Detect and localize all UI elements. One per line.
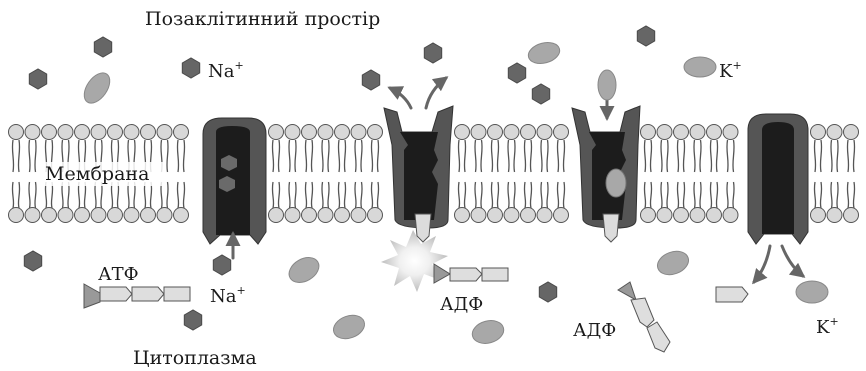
sodium-label-top: Na+ (208, 59, 244, 82)
phospholipid (690, 125, 705, 223)
sodium-ion (24, 251, 41, 271)
potassium-ion (684, 57, 716, 77)
extracellular-space-label: Позаклітинний простір (145, 8, 380, 30)
potassium-ion-bound (606, 169, 626, 197)
sodium-ion (539, 282, 556, 302)
phospholipid (302, 125, 317, 223)
adp-molecule-1 (434, 264, 508, 283)
adp-molecule-2 (618, 282, 670, 352)
phospholipid (674, 125, 689, 223)
phospholipid (335, 125, 350, 223)
cytoplasm-label: Цитоплазма (133, 347, 257, 369)
sodium-ion (182, 58, 199, 78)
phospholipid (657, 125, 672, 223)
potassium-label-bottom: K+ (816, 315, 839, 338)
sodium-ion (424, 43, 441, 63)
sodium-ion (29, 69, 46, 89)
adp-label-2: АДФ (573, 320, 616, 341)
transport-arrows (233, 78, 803, 282)
phospholipid (368, 125, 383, 223)
phospholipid (504, 125, 519, 223)
pump-protein-2 (384, 106, 453, 242)
phospholipid (285, 125, 300, 223)
pump-protein-3 (572, 106, 640, 242)
phospholipid (455, 125, 470, 223)
potassium-ion (654, 247, 692, 279)
sodium-ion (213, 255, 230, 275)
sodium-ion (184, 310, 201, 330)
potassium-ion (470, 317, 507, 347)
phospholipid (9, 125, 24, 223)
sodium-ion (94, 37, 111, 57)
pump-protein-4 (748, 114, 808, 244)
phospholipid (844, 125, 859, 223)
phospholipid (269, 125, 284, 223)
potassium-ion (598, 70, 616, 100)
phospholipid (25, 125, 40, 223)
atp-label: АТФ (98, 264, 139, 285)
phospholipid (641, 125, 656, 223)
phospholipid (471, 125, 486, 223)
energy-burst-icon (381, 230, 448, 292)
sodium-label-bottom: Na+ (210, 284, 246, 307)
sodium-ion (508, 63, 525, 83)
phospholipid (521, 125, 536, 223)
sodium-ion (637, 26, 654, 46)
potassium-ion (796, 281, 828, 303)
phospholipid (351, 125, 366, 223)
potassium-label-top: K+ (719, 59, 742, 82)
phospholipid (554, 125, 569, 223)
phospholipid (811, 125, 826, 223)
atp-molecule (84, 284, 190, 308)
phospholipid (827, 125, 842, 223)
membrane-label: Мембрана (45, 163, 149, 185)
phospholipid (537, 125, 552, 223)
adp-label-1: АДФ (440, 294, 483, 315)
phospholipid (488, 125, 503, 223)
phospholipid (707, 125, 722, 223)
phospholipid (318, 125, 333, 223)
potassium-ion (285, 252, 324, 287)
phospholipid (723, 125, 738, 223)
phosphate-fragment (716, 287, 748, 302)
potassium-ion (330, 311, 368, 343)
sodium-ion (532, 84, 549, 104)
pump-protein-1 (203, 118, 266, 244)
potassium-ion (526, 39, 562, 67)
sodium-ion (362, 70, 379, 90)
phospholipid (174, 125, 189, 223)
potassium-ion (79, 68, 115, 107)
